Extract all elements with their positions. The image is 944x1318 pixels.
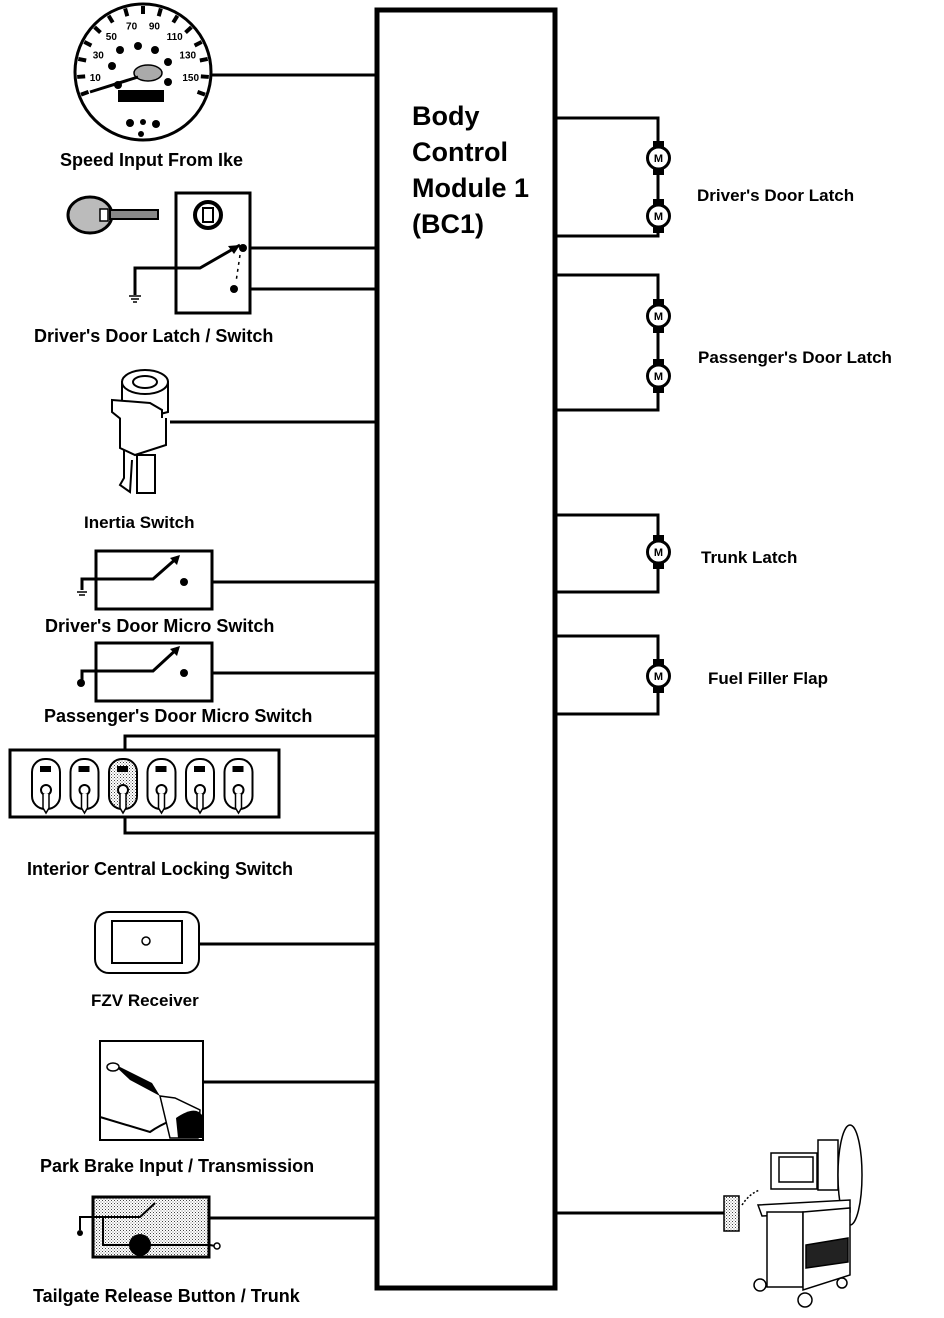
speedometer-tick <box>77 74 86 79</box>
bcm-title-line-2: Control <box>412 137 508 167</box>
motor-icon: M <box>646 141 671 175</box>
wire-fuel-filler-flap <box>555 634 660 716</box>
speedometer-label: 70 <box>126 21 138 32</box>
wire-passengers-door-latch <box>555 273 660 412</box>
drivers-micro-switch-icon <box>77 549 214 611</box>
label-tailgate-release: Tailgate Release Button / Trunk <box>33 1286 301 1306</box>
key-icon <box>66 195 159 235</box>
speedometer-label: 30 <box>93 51 105 62</box>
diagnostic-tester-icon <box>753 1124 863 1308</box>
passengers-micro-switch-icon <box>77 641 214 703</box>
speedometer-tick <box>80 89 90 97</box>
speedometer-tick <box>196 89 206 97</box>
bcm-box <box>374 7 558 1291</box>
tailgate-button-icon <box>77 1195 221 1259</box>
speedometer-label: 110 <box>167 32 184 43</box>
park-brake-icon <box>99 1040 204 1141</box>
ground-icon <box>77 591 87 596</box>
label-interior-locking-switch: Interior Central Locking Switch <box>27 859 293 879</box>
diagnostic-connector-icon <box>723 1189 761 1232</box>
speedometer-tick <box>199 56 209 63</box>
label-passengers-micro-switch: Passenger's Door Micro Switch <box>44 706 312 726</box>
speedometer-tick <box>184 25 193 35</box>
speedometer-tick <box>83 40 93 48</box>
svg-text:M: M <box>654 311 663 323</box>
speedometer-tick <box>193 40 203 48</box>
speedometer-tick <box>156 7 163 17</box>
speedometer-tick <box>171 14 180 24</box>
label-park-brake: Park Brake Input / Transmission <box>40 1156 314 1176</box>
label-drivers-door-latch: Driver's Door Latch <box>697 186 854 205</box>
label-trunk-latch: Trunk Latch <box>701 548 797 567</box>
speedometer-tick <box>77 56 87 63</box>
bcm-title-line-1: Body <box>412 101 480 131</box>
motor-icon: M <box>646 535 671 569</box>
speedometer-tick <box>106 14 115 24</box>
label-inertia-switch: Inertia Switch <box>84 513 195 532</box>
svg-text:M: M <box>654 547 663 559</box>
svg-text:M: M <box>654 153 663 165</box>
key-switch-icon <box>129 191 252 315</box>
speedometer-tick <box>200 74 209 79</box>
speedometer-tick <box>123 7 130 17</box>
label-fuel-filler-flap: Fuel Filler Flap <box>708 669 828 688</box>
speedometer-label: 130 <box>179 51 196 62</box>
svg-text:M: M <box>654 211 663 223</box>
receiver-icon <box>94 911 200 974</box>
motor-icon: M <box>646 299 671 333</box>
label-fzv-receiver: FZV Receiver <box>91 991 199 1010</box>
panel-switch-button <box>69 758 100 815</box>
panel-switch-button <box>146 758 177 815</box>
wire-trunk-latch <box>555 513 660 594</box>
bcm-title-line-3: Module 1 <box>412 173 529 203</box>
body-control-module: Body Control Module 1 (BC1) <box>374 7 558 1291</box>
label-drivers-door-latch-switch: Driver's Door Latch / Switch <box>34 326 273 346</box>
wire-drivers-door-latch <box>555 116 660 238</box>
inertia-switch-icon <box>111 369 169 494</box>
bcm-title-line-4: (BC1) <box>412 209 484 239</box>
output-wires <box>555 116 660 716</box>
speedometer-tick <box>93 25 102 35</box>
speedometer-label: 50 <box>106 32 118 43</box>
label-speed-input: Speed Input From Ike <box>60 150 243 170</box>
speedometer-label: 10 <box>90 73 102 84</box>
panel-switch-button <box>31 758 61 815</box>
label-drivers-micro-switch: Driver's Door Micro Switch <box>45 616 274 636</box>
motor-icon: M <box>646 359 671 393</box>
svg-text:M: M <box>654 671 663 683</box>
motor-icon: M <box>646 199 671 233</box>
panel-switch-button <box>185 758 215 815</box>
panel-switch-button <box>223 758 254 815</box>
speedometer-label: 150 <box>182 73 199 84</box>
svg-text:M: M <box>654 371 663 383</box>
motor-icon: M <box>646 659 671 693</box>
switch-panel-icon <box>8 748 281 819</box>
panel-switch-button <box>108 758 138 815</box>
speedometer-label: 90 <box>149 21 161 32</box>
ground-icon <box>129 295 141 303</box>
label-passengers-door-latch: Passenger's Door Latch <box>698 348 892 367</box>
